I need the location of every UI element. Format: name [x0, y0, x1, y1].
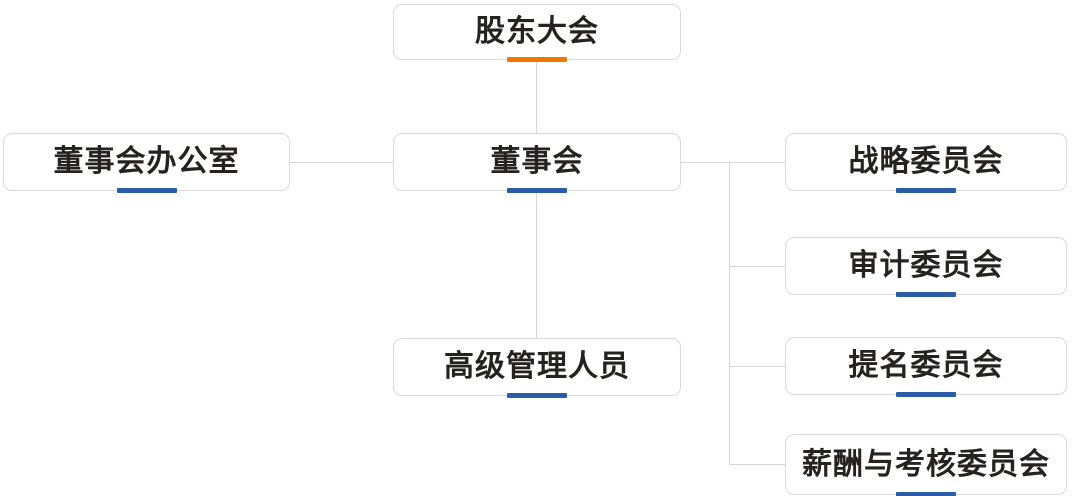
accent-underline	[507, 188, 567, 193]
accent-underline	[896, 188, 956, 193]
node-label-remuneration-committee: 薪酬与考核委员会	[802, 447, 1050, 481]
node-strategy-committee: 战略委员会	[785, 133, 1067, 193]
accent-underline	[896, 492, 956, 496]
node-label-senior-management: 高级管理人员	[444, 350, 630, 383]
node-board-of-directors: 董事会	[393, 133, 681, 193]
node-label-audit-committee: 审计委员会	[848, 249, 1004, 282]
connector-remuneration-committee	[729, 464, 785, 465]
node-label-shareholders-meeting: 股东大会	[475, 15, 599, 48]
node-label-board-of-directors: 董事会	[490, 145, 584, 178]
accent-underline	[507, 393, 567, 398]
node-nomination-committee: 提名委员会	[785, 337, 1067, 397]
accent-underline	[896, 292, 956, 297]
connector-shareholders-board	[536, 60, 537, 133]
accent-underline	[116, 188, 177, 193]
node-label-nomination-committee: 提名委员会	[848, 349, 1004, 382]
connector-nomination-committee	[729, 366, 785, 367]
node-label-strategy-committee: 战略委员会	[848, 145, 1004, 178]
node-audit-committee: 审计委员会	[785, 237, 1067, 297]
node-senior-management: 高级管理人员	[393, 338, 681, 398]
connector-board-office	[290, 162, 393, 163]
accent-underline	[896, 392, 956, 397]
node-label-board-office: 董事会办公室	[53, 145, 240, 178]
connector-committee-trunk	[729, 162, 730, 465]
node-board-office: 董事会办公室	[3, 133, 290, 193]
node-remuneration-committee: 薪酬与考核委员会	[785, 434, 1067, 496]
connector-board-strategy-committee	[681, 162, 785, 163]
connector-audit-committee	[729, 266, 785, 267]
node-shareholders-meeting: 股东大会	[393, 4, 681, 62]
accent-underline	[507, 57, 567, 62]
connector-board-senior-management	[536, 191, 537, 338]
